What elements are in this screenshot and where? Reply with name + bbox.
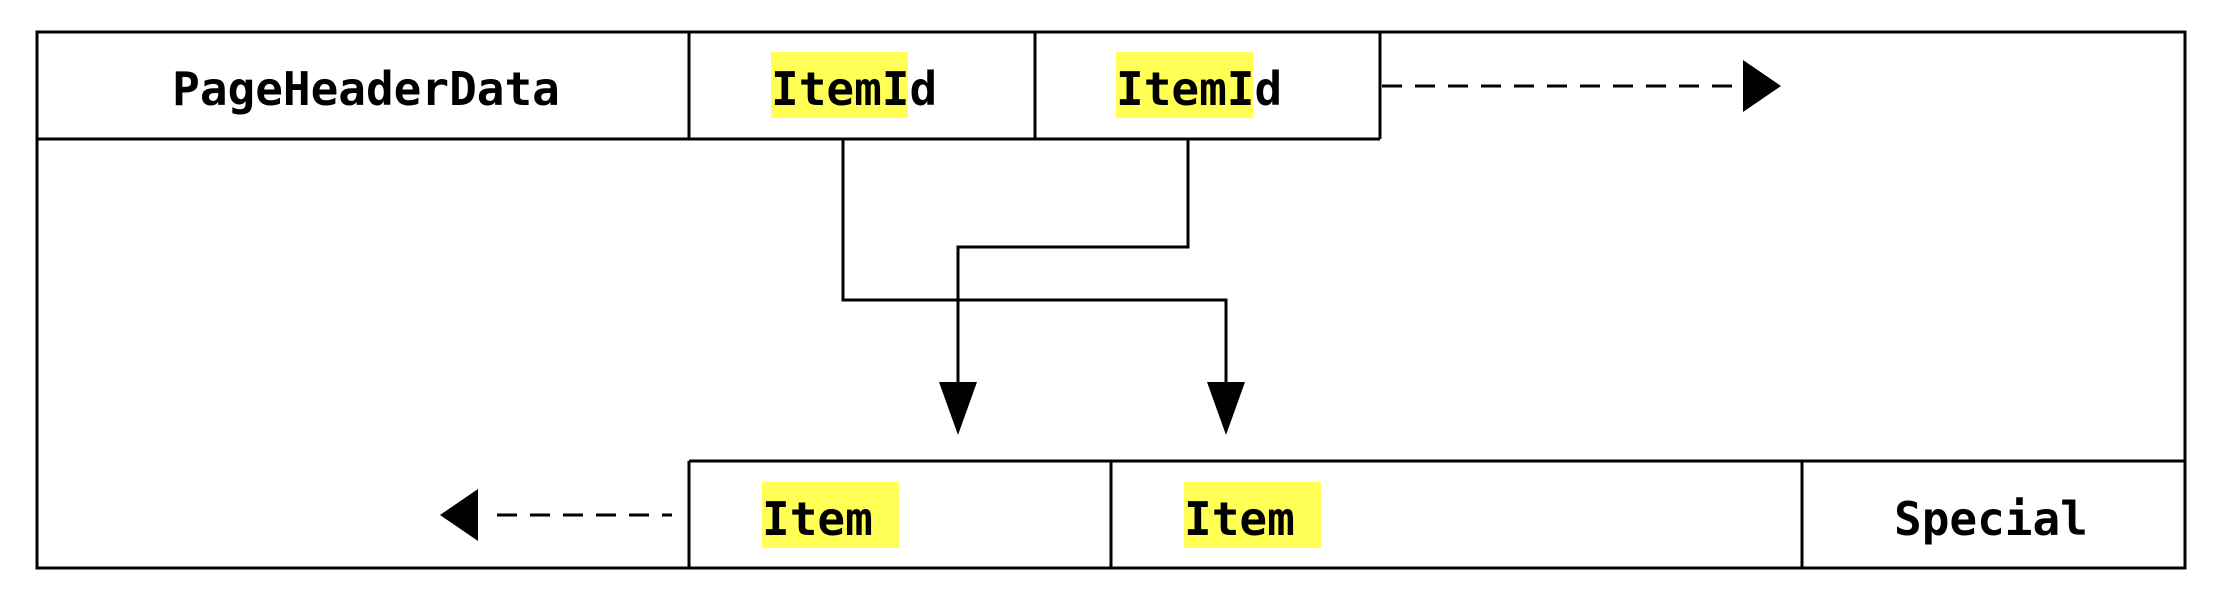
item-id-1-rest-text: Id: [882, 62, 937, 116]
highlight-item-id-1: [771, 52, 908, 118]
arrowhead-down-item-2: [1207, 382, 1245, 435]
connector-item-id-2-to-item-1: [956, 139, 1190, 382]
item-id-2-highlight-text: Item: [1116, 62, 1227, 116]
highlight-item-1: [762, 482, 899, 548]
arrowhead-down-item-1: [939, 382, 977, 435]
highlight-item-id-2: [1116, 52, 1253, 118]
item-id-2-rest-text: Id: [1227, 62, 1282, 116]
special-label: Special: [1894, 492, 2088, 546]
arrowhead-right: [1743, 60, 1781, 112]
item-id-label-1: ItemId: [771, 62, 937, 116]
item-label-1: Item: [762, 492, 873, 546]
item-id-label-2: ItemId: [1116, 62, 1282, 116]
item-id-1-highlight-text: Item: [771, 62, 882, 116]
highlight-item-2: [1184, 482, 1321, 548]
page-header-data-label: PageHeaderData: [172, 62, 560, 116]
arrowhead-left: [440, 489, 478, 541]
item-label-2: Item: [1184, 492, 1295, 546]
connector-item-id-1-to-item-2: [841, 139, 1228, 382]
